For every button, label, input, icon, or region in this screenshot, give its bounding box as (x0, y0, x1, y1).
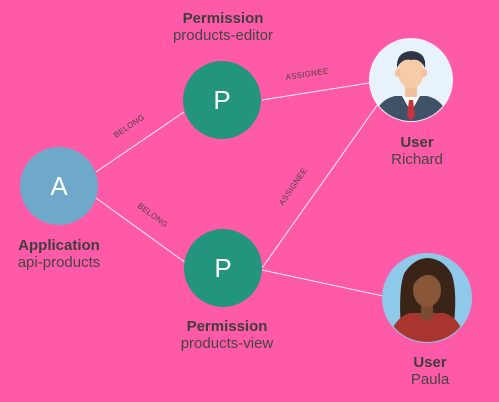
node-kind: Application (18, 237, 100, 254)
edge-editor-to-richard (261, 82, 370, 101)
user-paula-label: User Paula (390, 354, 470, 389)
user-richard-label: User Richard (377, 134, 457, 169)
permission-view-node-letter: P (214, 253, 231, 283)
node-kind: Permission (182, 10, 264, 27)
permission-editor-node[interactable]: P (183, 61, 261, 139)
node-kind: User (400, 134, 434, 151)
edge-view-to-richard (261, 103, 379, 269)
application-label: Application api-products (2, 237, 116, 272)
edge-view-to-paula (261, 269, 384, 297)
node-name: products-view (180, 335, 274, 353)
application-node[interactable]: A (20, 147, 98, 225)
female-user-avatar-icon[interactable] (382, 253, 472, 345)
edge-label-belong-bottom: BELONG (136, 201, 170, 229)
node-kind: Permission (186, 318, 268, 335)
node-name: Paula (410, 371, 450, 389)
edge-label-assignee-mid: ASSIGNEE (277, 166, 309, 207)
permission-view-node[interactable]: P (184, 229, 262, 307)
permission-editor-label: Permission products-editor (152, 10, 294, 45)
node-name: api-products (17, 254, 101, 272)
edge-label-belong-top: BELONG (112, 113, 146, 140)
node-name: Richard (391, 151, 443, 169)
male-user-avatar-icon[interactable] (369, 38, 453, 125)
permission-view-label: Permission products-view (156, 318, 298, 353)
node-name: products-editor (172, 27, 274, 45)
edge-app-to-view (95, 197, 187, 264)
application-node-letter: A (50, 171, 68, 201)
node-kind: User (413, 354, 447, 371)
edge-label-assignee-top: ASSIGNEE (285, 66, 329, 82)
permission-editor-node-letter: P (213, 85, 230, 115)
edge-app-to-editor (95, 111, 185, 173)
